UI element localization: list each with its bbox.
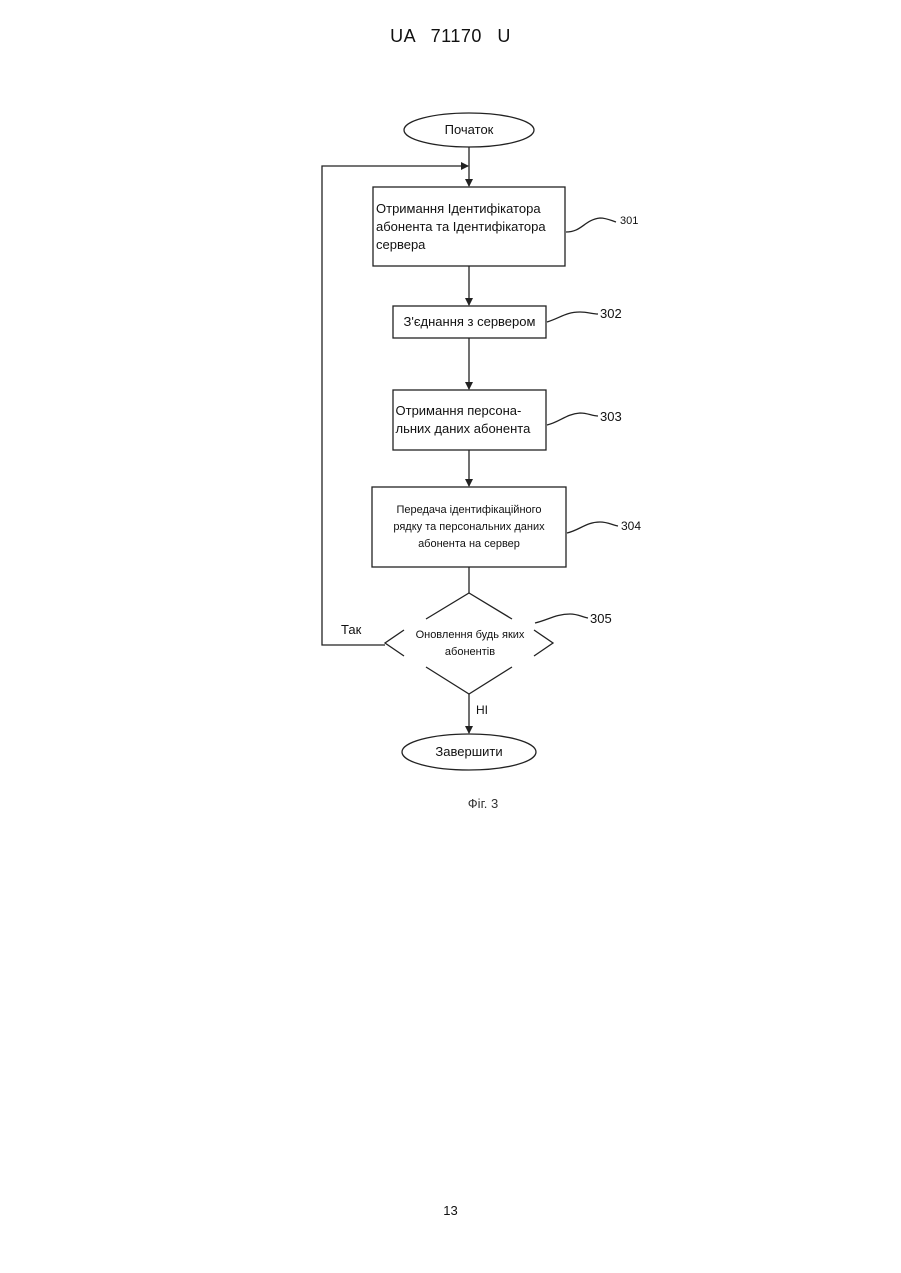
ref-number-305: 305: [590, 611, 612, 626]
ref-number-301: 301: [620, 215, 638, 227]
decision-305-line-1: Оновлення будь яких: [416, 627, 525, 644]
step-304-line-1: Передача ідентифікаційного: [393, 502, 544, 519]
leader-line-303: [547, 413, 598, 425]
no-branch-label: НІ: [476, 703, 488, 717]
decision-305-label: Оновлення будь яких абонентів: [395, 622, 545, 666]
page-number: 13: [0, 1203, 901, 1218]
decision-305-line-2: абонентів: [416, 644, 525, 661]
figure-caption: Фіг. 3: [0, 796, 901, 811]
ref-number-302: 302: [600, 306, 622, 321]
start-label: Початок: [404, 120, 534, 140]
ref-number-303: 303: [600, 409, 622, 424]
step-303-line-2: льних даних абонента: [396, 420, 544, 438]
leader-line-304: [567, 522, 618, 533]
yes-branch-label: Так: [341, 622, 361, 637]
end-label: Завершити: [402, 742, 536, 762]
leader-line-301: [566, 218, 616, 232]
step-304-line-2: рядку та персональних даних: [393, 519, 544, 536]
ref-number-304: 304: [621, 519, 641, 533]
step-304-line-3: абонента на сервер: [393, 536, 544, 553]
step-301-label: Отримання Ідентифікатора абонента та Іде…: [375, 189, 563, 264]
step-303-label: Отримання персона- льних даних абонента: [395, 392, 544, 448]
step-301-line-3: сервера: [376, 236, 562, 254]
step-302-label: З'єднання з сервером: [393, 306, 546, 338]
step-303-line-1: Отримання персона-: [396, 402, 544, 420]
step-304-label: Передача ідентифікаційного рядку та перс…: [374, 489, 564, 565]
step-301-line-1: Отримання Ідентифікатора: [376, 200, 562, 218]
step-301-line-2: абонента та Ідентифікатора: [376, 218, 562, 236]
leader-line-302: [547, 312, 598, 322]
